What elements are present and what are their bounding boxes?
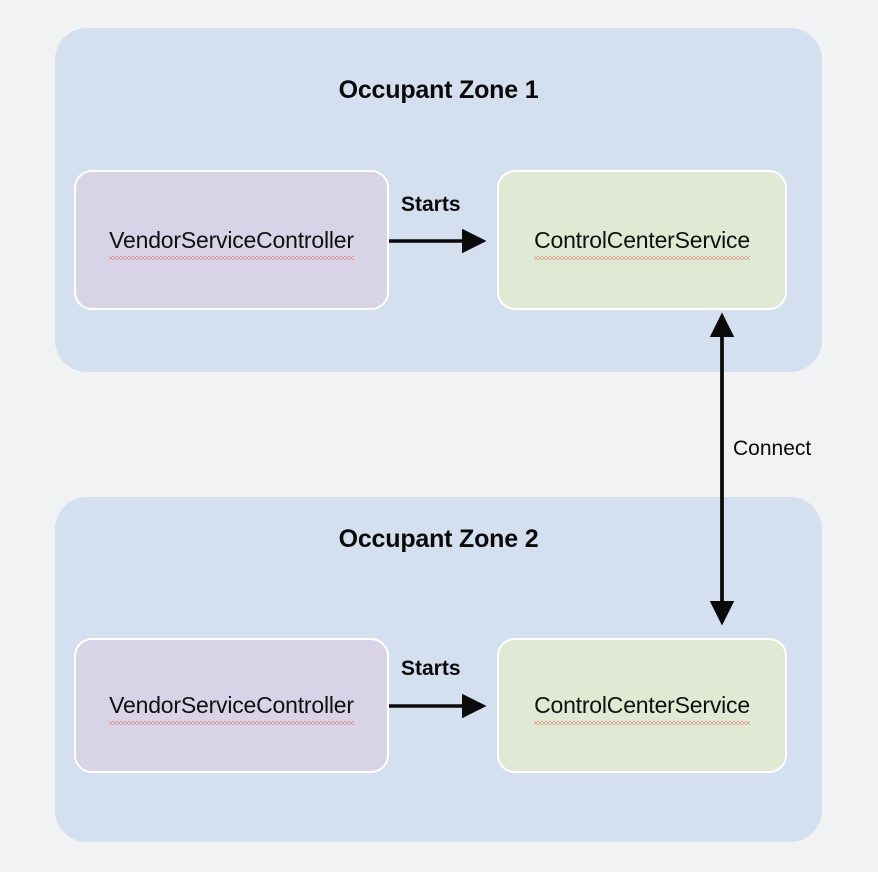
node-label-control-center-service-1: ControlCenterService (534, 226, 750, 260)
node-vendor-service-controller-2[interactable]: VendorServiceController (74, 638, 389, 773)
node-vendor-service-controller-1[interactable]: VendorServiceController (74, 170, 389, 310)
connect-arrow[interactable] (706, 308, 746, 630)
node-control-center-service-1[interactable]: ControlCenterService (497, 170, 787, 310)
node-label-vendor-service-controller-1: VendorServiceController (109, 226, 354, 260)
starts-edge-label-2: Starts (401, 657, 461, 680)
starts-arrow-2[interactable] (385, 693, 503, 719)
node-label-control-center-service-2: ControlCenterService (534, 692, 750, 725)
connect-edge-label: Connect (733, 437, 812, 460)
starts-edge-label-1: Starts (401, 193, 461, 216)
occupant-zone-1-title: Occupant Zone 1 (338, 76, 539, 104)
starts-arrow-1[interactable] (385, 228, 503, 254)
occupant-zone-2-title: Occupant Zone 2 (338, 525, 539, 553)
node-label-vendor-service-controller-2: VendorServiceController (109, 692, 354, 725)
node-control-center-service-2[interactable]: ControlCenterService (497, 638, 787, 773)
